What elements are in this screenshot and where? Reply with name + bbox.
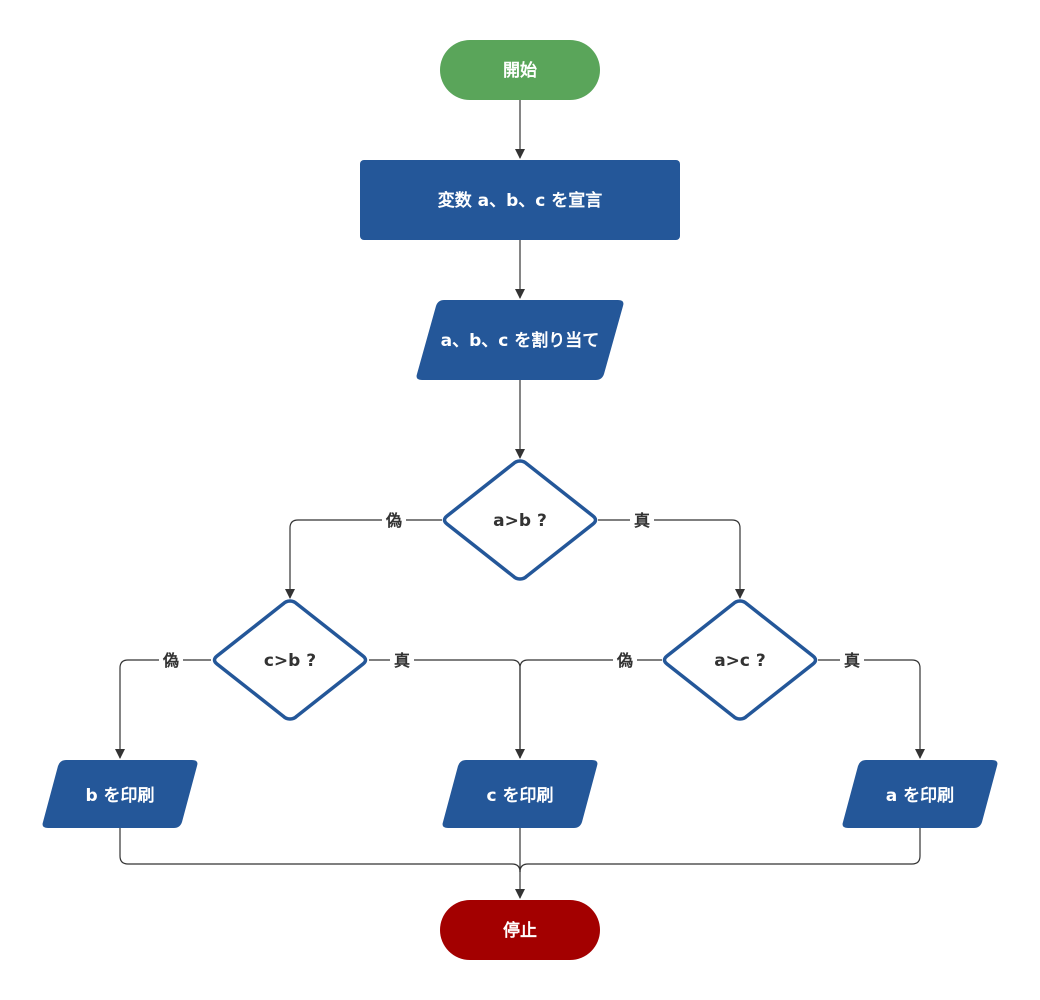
assign-node-shape [416, 300, 624, 380]
decision-cb: c>b ? [212, 599, 368, 721]
decision-cb-label: c>b ? [264, 651, 316, 671]
label-ab-false: 偽 [385, 511, 402, 530]
edge-ac-false [519, 659, 662, 758]
edge-cb-true [369, 659, 525, 759]
start-node-shape [440, 40, 600, 100]
edge-labels: 偽 真 偽 真 偽 真 [159, 509, 864, 671]
print-a-node: a を印刷 [842, 760, 998, 828]
stop-node: 停止 [440, 900, 600, 960]
label-ac-true: 真 [844, 651, 860, 670]
print-a-node-shape [842, 760, 998, 828]
print-b-node: b を印刷 [42, 760, 198, 828]
edge-ab-true [598, 519, 745, 599]
declare-node-label: 変数 a、b、c を宣言 [438, 190, 603, 211]
stop-node-label: 停止 [503, 920, 537, 941]
decision-ac-shape [662, 599, 818, 721]
start-node-label: 開始 [503, 60, 537, 81]
stop-node-shape [440, 900, 600, 960]
print-a-node-label: a を印刷 [886, 786, 954, 806]
edge-cb-false [115, 659, 211, 759]
print-b-node-label: b を印刷 [85, 786, 154, 806]
decision-ab-label: a>b ? [493, 511, 547, 531]
edge-ac-true [818, 659, 925, 759]
decision-ab-shape [442, 459, 598, 581]
edge-print-b-stop [119, 828, 521, 873]
label-ab-true: 真 [634, 511, 650, 530]
decision-ac: a>c ? [662, 599, 818, 721]
decision-ac-label: a>c ? [714, 651, 766, 671]
declare-node-shape [360, 160, 680, 240]
label-ac-false: 偽 [616, 651, 633, 670]
decision-cb-shape [212, 599, 368, 721]
assign-node-label: a、b、c を割り当て [441, 330, 600, 351]
decision-ab: a>b ? [442, 459, 598, 581]
start-node: 開始 [440, 40, 600, 100]
assign-node: a、b、c を割り当て [416, 300, 624, 380]
declare-node: 変数 a、b、c を宣言 [360, 160, 680, 240]
edge-ab-false [285, 519, 442, 599]
print-c-node-shape [442, 760, 598, 828]
print-b-node-shape [42, 760, 198, 828]
edge-print-a-stop [519, 828, 921, 873]
print-c-node: c を印刷 [442, 760, 598, 828]
label-cb-false: 偽 [162, 651, 179, 670]
label-cb-true: 真 [394, 651, 410, 670]
connectors [115, 100, 925, 899]
print-c-node-label: c を印刷 [487, 786, 554, 806]
